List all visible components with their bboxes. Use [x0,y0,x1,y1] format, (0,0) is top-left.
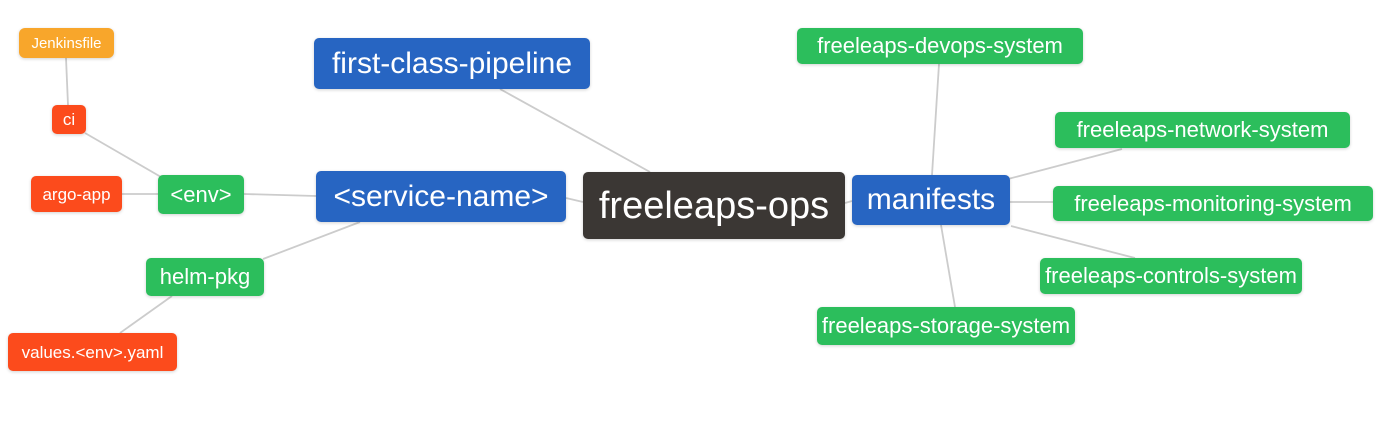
node-freeleaps-ops[interactable]: freeleaps-ops [583,172,845,239]
edge-values-helm-pkg [119,295,173,334]
edge-manifests-controls-system [1010,225,1136,259]
edge-service-name-root [565,197,584,203]
edge-ci-env [84,132,162,178]
edge-manifests-devops-system [931,63,940,176]
node-freeleaps-controls-system[interactable]: freeleaps-controls-system [1040,258,1302,294]
edge-helm-pkg-service-name [262,221,361,260]
node-jenkinsfile[interactable]: Jenkinsfile [19,28,114,58]
edge-env-service-name [243,193,317,197]
node-helm-pkg[interactable]: helm-pkg [146,258,264,296]
node-ci[interactable]: ci [52,105,86,134]
node-manifests[interactable]: manifests [852,175,1010,225]
node-freeleaps-monitoring-system[interactable]: freeleaps-monitoring-system [1053,186,1373,221]
edge-pipeline-root [499,88,651,173]
edge-manifests-storage-system [940,224,956,308]
node-first-class-pipeline[interactable]: first-class-pipeline [314,38,590,89]
edge-jenkinsfile-ci [65,57,69,106]
node-values-env-yaml[interactable]: values.<env>.yaml [8,333,177,371]
node-freeleaps-storage-system[interactable]: freeleaps-storage-system [817,307,1075,345]
edge-manifests-network-system [1007,148,1123,180]
node-freeleaps-devops-system[interactable]: freeleaps-devops-system [797,28,1083,64]
node-freeleaps-network-system[interactable]: freeleaps-network-system [1055,112,1350,148]
node-argo-app[interactable]: argo-app [31,176,122,212]
node-service-name[interactable]: <service-name> [316,171,566,222]
node-env[interactable]: <env> [158,175,244,214]
edge-root-manifests [844,200,853,204]
